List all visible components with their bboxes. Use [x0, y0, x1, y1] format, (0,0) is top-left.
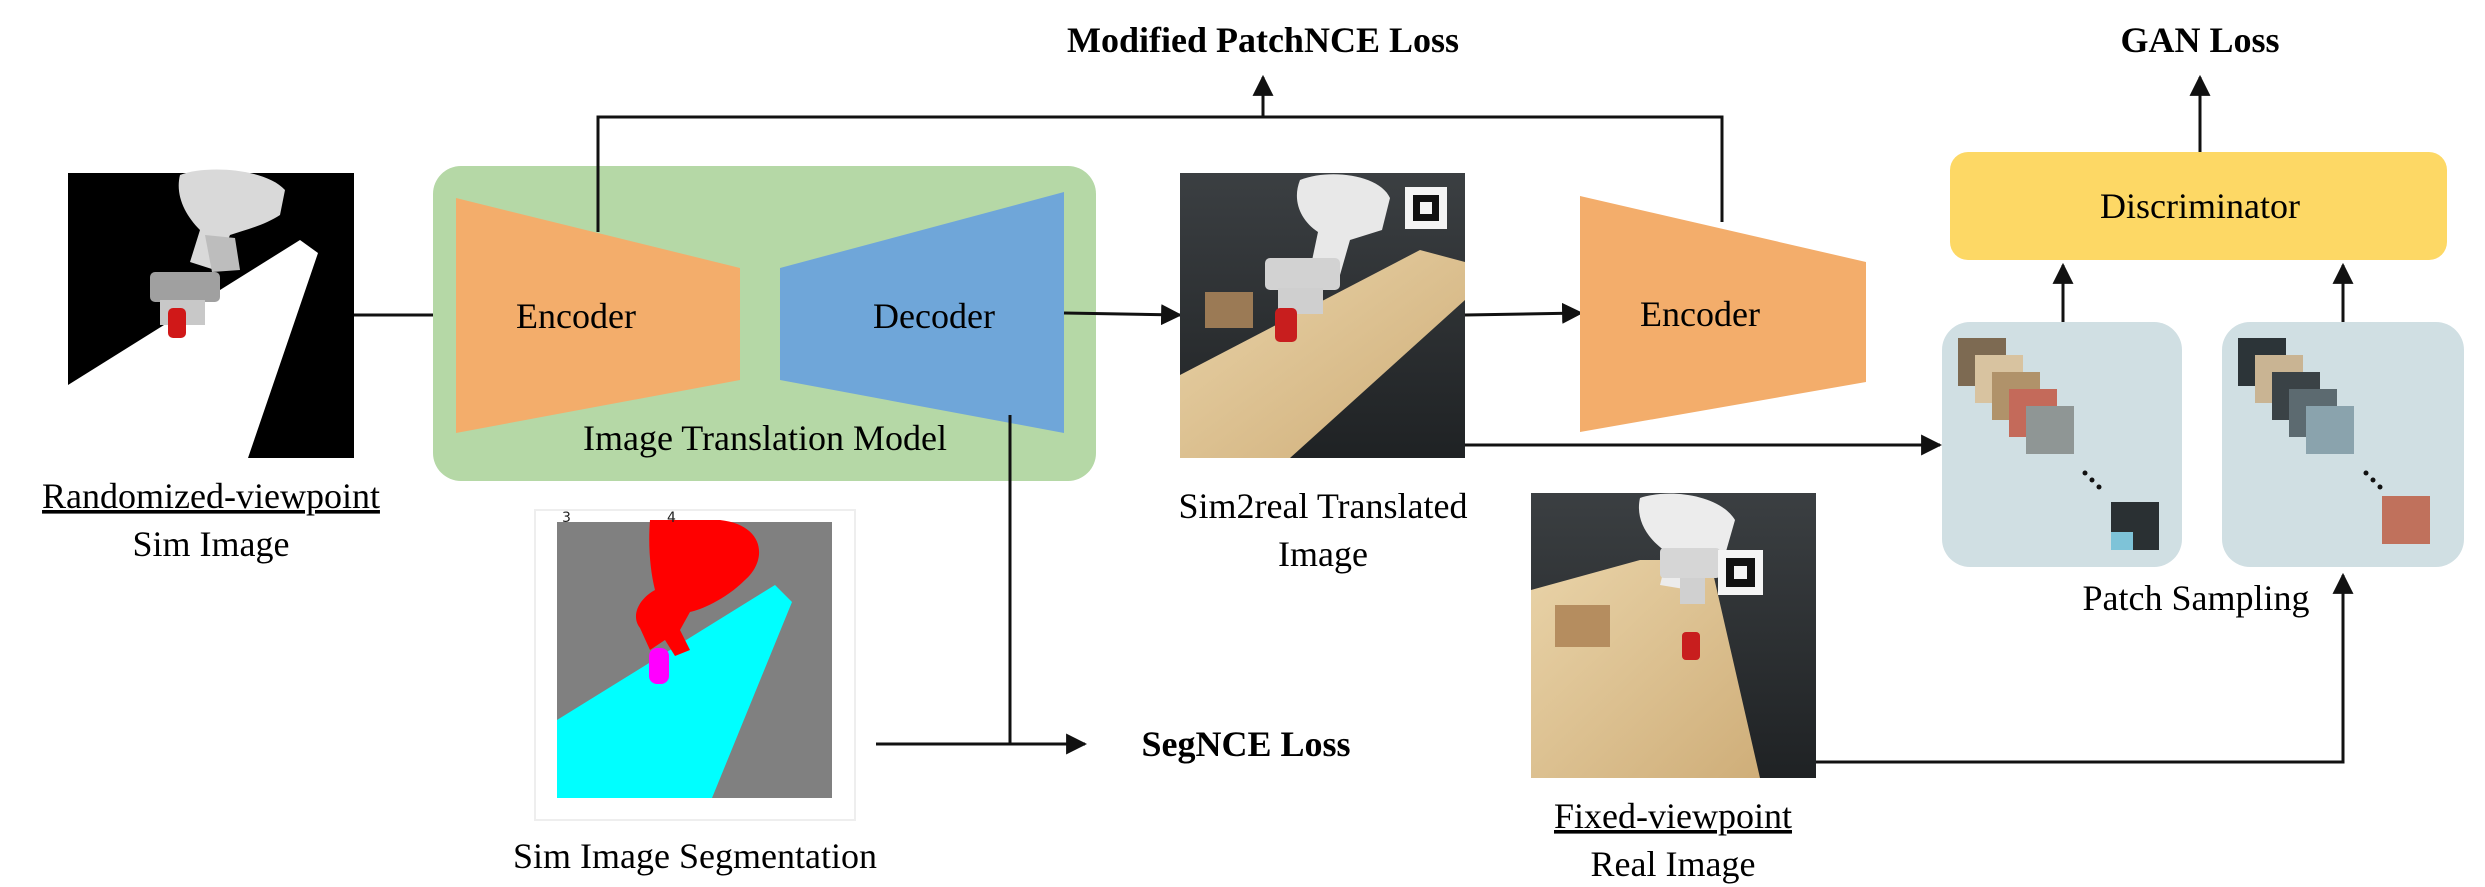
modified-patchnce-loss-label: Modified PatchNCE Loss	[1067, 20, 1459, 60]
patch-sampling-label: Patch Sampling	[2083, 578, 2310, 618]
sim2real-translated-label: Sim2real Translated	[1179, 486, 1468, 526]
sim-image-segmentation: 3 4	[534, 509, 856, 821]
patchnce-connector	[596, 115, 1724, 232]
discriminator-label: Discriminator	[2100, 186, 2300, 226]
real-image-label: Real Image	[1591, 844, 1756, 884]
decoder-label: Decoder	[873, 296, 995, 336]
randomized-viewpoint-label: Randomized-viewpoint	[42, 476, 380, 516]
seg-tick-4: 4	[667, 510, 676, 526]
sim-image-label: Sim Image	[133, 524, 290, 564]
patch-stack-translated	[1958, 338, 2159, 550]
sim2real-translated-image	[1180, 173, 1465, 458]
gan-loss-label: GAN Loss	[2120, 20, 2279, 60]
encoder-2-label: Encoder	[1640, 294, 1760, 334]
discriminator-box	[1950, 152, 2447, 260]
arrow-real-to-patches	[1816, 572, 2354, 764]
arrow-translated-to-encoder	[1464, 302, 1584, 324]
fixed-viewpoint-label: Fixed-viewpoint	[1554, 796, 1792, 836]
patch-stack-real	[2238, 338, 2430, 544]
image-label: Image	[1278, 534, 1368, 574]
encoder-2-shape	[1580, 196, 1866, 432]
arrow-decoder-to-translated	[1063, 304, 1183, 326]
segnce-loss-label: SegNCE Loss	[1141, 724, 1350, 764]
image-translation-model-label: Image Translation Model	[583, 418, 947, 458]
sim-image	[68, 169, 354, 458]
encoder-1-label: Encoder	[516, 296, 636, 336]
encoder-1-shape	[456, 198, 740, 433]
seg-tick-3: 3	[562, 510, 571, 526]
sim-image-segmentation-label: Sim Image Segmentation	[513, 836, 877, 876]
decoder-shape	[780, 192, 1064, 433]
fixed-viewpoint-real-image	[1531, 493, 1816, 778]
